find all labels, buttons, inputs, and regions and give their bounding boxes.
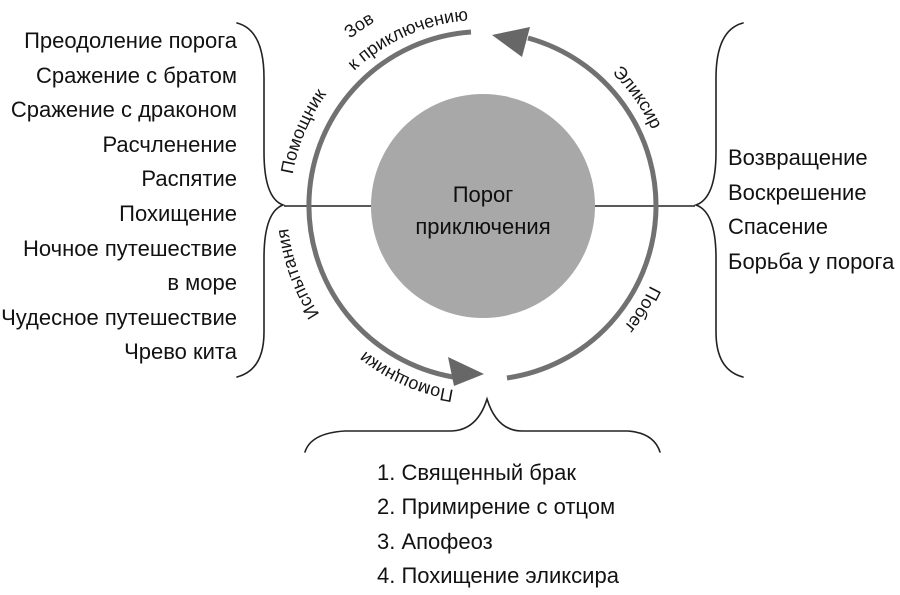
arrowhead-top-icon [492, 27, 530, 57]
bottom-brace [304, 396, 661, 453]
arrowhead-bottom-icon [448, 357, 484, 386]
list-item: Ночное путешествие [23, 235, 237, 261]
threshold-circle [371, 94, 595, 318]
list-item: в море [167, 270, 237, 296]
label-helpers: Помощники [355, 348, 454, 406]
list-item: 2. Примирение с отцом [377, 494, 616, 520]
list-item: Сражение с драконом [10, 97, 237, 123]
circle-label-line2: приключения [415, 214, 550, 239]
list-item: Воскрешение [728, 179, 867, 205]
list-item: 1. Священный брак [377, 460, 576, 485]
cycle-arc-left [306, 29, 472, 380]
list-item: Спасение [728, 214, 828, 239]
list-item: 4. Похищение эликсира [377, 563, 619, 589]
list-item: Расчленение [102, 131, 237, 157]
list-item: Борьба у порога [728, 248, 895, 274]
left-stage-list: Преодоление порога Сражение с братом Сра… [0, 24, 237, 370]
list-item: Распятие [141, 166, 237, 192]
right-brace [693, 22, 744, 378]
list-item: Сражение с братом [36, 62, 237, 88]
list-item: Похищение [119, 200, 237, 226]
label-flight: Побег [620, 283, 664, 337]
list-item: Чудесное путешествие [1, 304, 237, 330]
circle-label-line1: Порог [453, 182, 514, 207]
list-item: Преодоление порога [24, 28, 237, 53]
label-helper: Помощник [277, 85, 330, 176]
list-item: Возвращение [728, 145, 868, 170]
cycle-arc-right [506, 35, 659, 381]
label-trials: Испытания [272, 228, 323, 323]
list-item: 3. Апофеоз [377, 528, 493, 554]
bottom-stage-list: 1. Священный брак 2. Примирение с отцом … [377, 456, 619, 594]
list-item: Чрево кита [124, 339, 237, 365]
right-stage-list: Возвращение Воскрешение Спасение Борьба … [728, 141, 894, 279]
left-brace [236, 22, 286, 378]
